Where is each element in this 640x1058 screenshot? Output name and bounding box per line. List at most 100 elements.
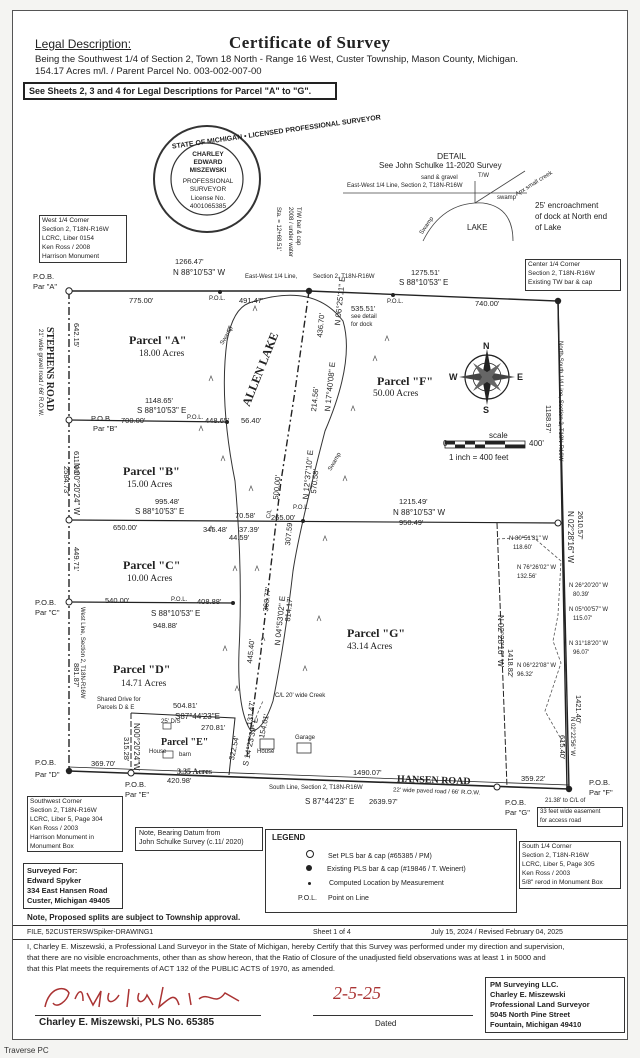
bearing-c: S 88°10'53" E — [135, 507, 185, 516]
pob-a-2: Par "A" — [33, 282, 58, 291]
detail-lake: LAKE — [467, 223, 488, 232]
detail-ref: See John Schulke 11-2020 Survey — [379, 161, 502, 170]
south-line-label: South Line, Section 2, T18N-R16W — [269, 785, 363, 791]
bearing-g-top: N 88°10'53" W — [393, 508, 446, 517]
legend-text-4: Point on Line — [328, 895, 369, 902]
sw-corner-line: Section 2, T18N-R16W — [30, 807, 97, 814]
legend-text-3: Computed Location by Measurement — [329, 880, 444, 887]
dist-37: 37.39' — [239, 525, 260, 534]
scale-zero: 0 — [443, 439, 448, 448]
dist-270: 270.81' — [201, 723, 226, 732]
dist-775: 775.00' — [129, 296, 154, 305]
client-name: Edward Spyker — [27, 876, 82, 885]
parcel-a-acres: 18.00 Acres — [139, 349, 185, 359]
dated-label: Dated — [375, 1019, 397, 1028]
drive-25-label: 25' D/S — [161, 719, 181, 725]
dist-881: 881.87' — [72, 663, 81, 688]
date-line — [313, 1015, 473, 1016]
barn-icon — [162, 722, 172, 730]
pob-g-2: Par "G" — [505, 808, 530, 817]
ew-line-label-2: Section 2, T18N-R16W — [313, 274, 375, 280]
dist-44: 44.59' — [229, 533, 250, 542]
pob-b-1: P.O.B. — [91, 414, 113, 423]
legend-text-1: Set PLS bar & cap (#65385 / PM) — [328, 853, 432, 860]
parcel-e-name: Parcel "E" — [161, 737, 209, 748]
monument-icon — [554, 519, 562, 527]
dist-700: 700.00' — [121, 416, 146, 425]
scale-label: scale — [489, 431, 508, 440]
easement-box: 33 feet wide easement for access road — [537, 807, 623, 827]
survey-date: July 15, 2024 / Revised February 04, 202… — [431, 929, 563, 936]
s-corner-line: 5/8" rerod in Monument Box — [522, 879, 603, 886]
center-corner-line: Existing TW bar & cap — [528, 279, 593, 286]
dist-1490: 1490.07' — [353, 768, 382, 777]
dist-1418: 1418.82' — [506, 649, 515, 678]
pol-symbol: P.O.L. — [298, 895, 317, 902]
open-circle-icon — [306, 850, 314, 858]
dist-420: 420.98' — [167, 776, 192, 785]
monument-icon — [65, 767, 73, 775]
certification-1: I, Charley E. Miszewski, a Professional … — [27, 942, 565, 951]
ns-line-label: North-South 1/4 Line, Section 2, T18N-R1… — [557, 341, 563, 462]
dist-70: 70.58' — [235, 511, 256, 520]
parcel-c-acres: 10.00 Acres — [127, 574, 173, 584]
dist-2584: 2584.73' — [62, 466, 71, 495]
detail-encroach-1: 25' encroachment — [535, 201, 599, 210]
detail-encroach-2: of dock at North end — [535, 212, 608, 221]
company-street: 5045 North Pine Street — [490, 1010, 571, 1019]
compass-w: W — [449, 372, 458, 382]
certification-2: that there are no visible encroachments,… — [27, 953, 546, 962]
detail-sand: sand & gravel — [421, 175, 458, 181]
ew-line-label: East-West 1/4 Line, — [245, 274, 298, 280]
barn-label: barn — [179, 752, 192, 758]
sheets-note-box: See Sheets 2, 3 and 4 for Legal Descript… — [23, 82, 337, 100]
see-detail-1: see detail — [351, 314, 377, 320]
dist-740: 740.00' — [475, 299, 500, 308]
dist-650: 650.00' — [113, 523, 138, 532]
company-title: Professional Land Surveyor — [490, 1000, 590, 1009]
pol-label: P.O.L. — [387, 299, 404, 305]
pol-label: P.O.L. — [187, 415, 204, 421]
pob-b-2: Par "B" — [93, 424, 118, 433]
center-quarter-corner-box: Center 1/4 Corner Section 2, T18N-R16W E… — [525, 259, 621, 291]
footer-divider-2 — [13, 939, 627, 940]
pob-c-1: P.O.B. — [35, 598, 57, 607]
s-corner-line: Ken Ross / 2003 — [522, 870, 571, 877]
dist-1421: 1421.40' — [574, 695, 583, 724]
bearing-ne-6: N 06°22'08" W — [517, 663, 557, 669]
dist-1148: 1148.65' — [145, 396, 173, 405]
compass-n: N — [483, 341, 490, 351]
see-detail-2: for dock — [351, 322, 373, 328]
bearing-ne-3: N 26°20'20" W — [569, 583, 609, 589]
pob-a-1: P.O.B. — [33, 272, 55, 281]
parcel-a-name: Parcel "A" — [129, 333, 187, 347]
parcel-d-name: Parcel "D" — [113, 662, 171, 676]
stephens-road-label: STEPHENS ROAD — [44, 327, 55, 412]
dist-top-total: 1266.47' — [175, 257, 204, 266]
detail-swamp-2: swamp — [497, 195, 517, 201]
south-line-2 — [68, 766, 570, 786]
dist-504: 504.81' — [173, 701, 198, 710]
legend-row-3: Computed Location by Measurement — [308, 880, 444, 887]
sw-corner-line: LCRC, Liber 5, Page 304 — [30, 816, 103, 823]
parcel-g-east-line — [496, 522, 508, 788]
house-e-label: House — [149, 749, 167, 755]
dist-1275: 1275.51' — [411, 268, 440, 277]
company-box: PM Surveying LLC. Charley E. Miszewski P… — [485, 977, 625, 1033]
west-corner-line: Ken Ross / 2008 — [42, 244, 91, 251]
pob-e-1: P.O.B. — [125, 780, 147, 789]
bearing-ne-5: N 31°18'20" W — [569, 641, 609, 647]
house-label: House — [257, 749, 275, 755]
small-dot-icon — [308, 882, 311, 885]
sheet-number: Sheet 1 of 4 — [313, 929, 351, 936]
dist-359: 359.22' — [521, 774, 546, 783]
dist-950: 950.49' — [399, 518, 424, 527]
bearing-top-w: N 88°10'53" W — [173, 268, 226, 277]
legend-row-2: Existing PLS bar & cap (#19846 / T. Wein… — [306, 865, 466, 873]
pol-dot — [231, 601, 235, 605]
bearing-b: S 88°10'53" E — [137, 406, 187, 415]
company-city: Fountain, Michigan 49410 — [490, 1020, 582, 1029]
dist-1188: 1188.97' — [544, 405, 553, 433]
sw-corner-line: Monument Box — [30, 843, 74, 850]
seal-name-1: CHARLEY — [192, 151, 224, 158]
